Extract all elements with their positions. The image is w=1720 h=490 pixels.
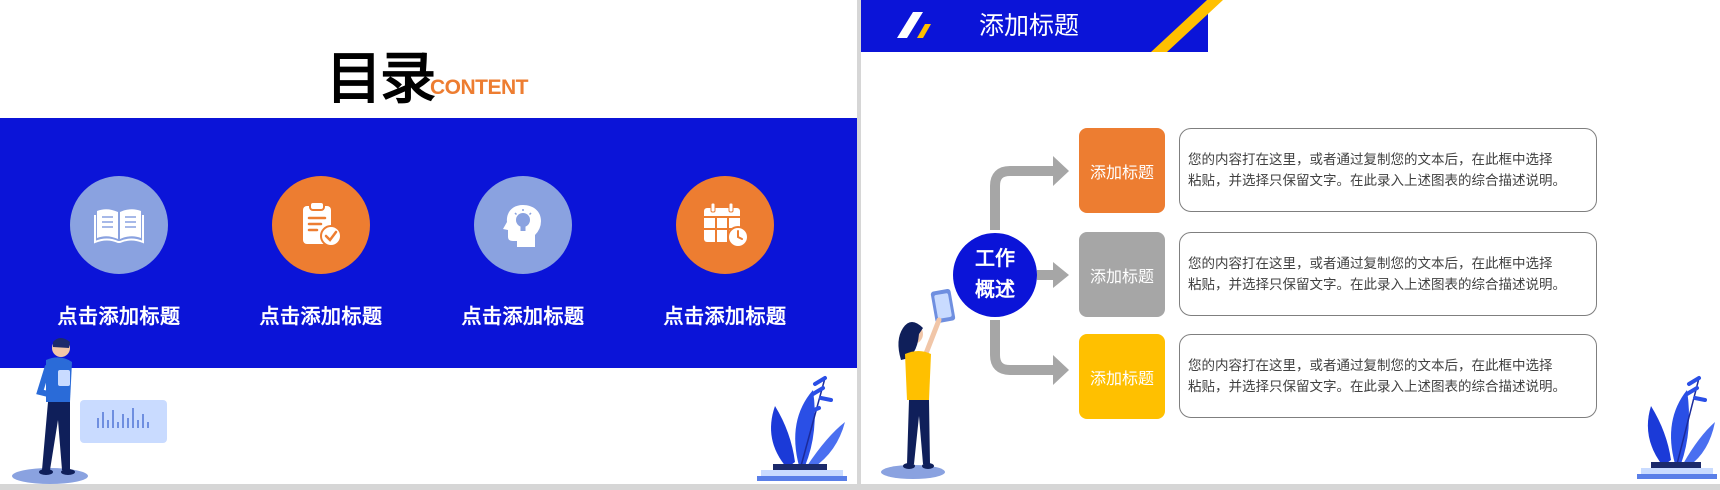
toc-title-cn: 目录 <box>326 47 436 110</box>
toc-title-en: CONTENT <box>430 76 529 99</box>
toc-item-label-1: 点击添加标题 <box>57 306 181 328</box>
man-with-tablet-illustration <box>12 338 88 484</box>
slash-logo-icon <box>897 12 931 38</box>
toc-item-4[interactable]: 点击添加标题 <box>635 176 815 329</box>
header-bar <box>861 0 1208 52</box>
woman-with-tablet-illustration <box>881 288 956 479</box>
desc-line: 粘贴，并选择只保留文字。在此录入上述图表的综合描述说明。 <box>1188 277 1566 292</box>
toc-circle-4 <box>676 176 774 274</box>
book-icon <box>94 209 144 244</box>
calendar-clock-icon <box>704 202 749 248</box>
toc-item-2[interactable]: 点击添加标题 <box>231 176 411 329</box>
tag-box-2[interactable]: 添加标题 <box>1079 232 1165 317</box>
clipboard-check-icon <box>303 201 342 247</box>
desc-line: 粘贴，并选择只保留文字。在此录入上述图表的综合描述说明。 <box>1188 379 1566 394</box>
toc-item-label-3: 点击添加标题 <box>461 306 585 328</box>
head-idea-icon <box>503 205 541 247</box>
toc-circle-1 <box>70 176 168 274</box>
center-label-line1: 工作 <box>975 248 1015 270</box>
tag-box-3[interactable]: 添加标题 <box>1079 334 1165 419</box>
toc-circle-3 <box>474 176 572 274</box>
desc-line: 您的内容打在这里，或者通过复制您的文本后，在此框中选择 <box>1188 358 1553 373</box>
center-label-line2: 概述 <box>975 279 1015 301</box>
desc-box-3[interactable]: 您的内容打在这里，或者通过复制您的文本后，在此框中选择 粘贴，并选择只保留文字。… <box>1179 334 1597 418</box>
tag-box-1[interactable]: 添加标题 <box>1079 128 1165 213</box>
header-title: 添加标题 <box>979 12 1080 40</box>
connector-arrows <box>990 156 1069 385</box>
sound-wave-icon <box>97 408 149 428</box>
desc-box-2[interactable]: 您的内容打在这里，或者通过复制您的文本后，在此框中选择 粘贴，并选择只保留文字。… <box>1179 232 1597 316</box>
desc-box-1[interactable]: 您的内容打在这里，或者通过复制您的文本后，在此框中选择 粘贴，并选择只保留文字。… <box>1179 128 1597 212</box>
plant-illustration <box>1637 376 1717 479</box>
sound-wave-card <box>80 400 167 443</box>
toc-item-3[interactable]: 点击添加标题 <box>433 176 613 329</box>
toc-slide: 目录 CONTENT 点击添加标题 点击添加标题 <box>0 0 857 484</box>
overview-slide: 添加标题 工作 概述 添加标题 您的内容打在这里，或者通过复制您的文本后，在此框… <box>861 0 1720 484</box>
header-accent-stripe <box>1151 0 1223 52</box>
desc-line: 您的内容打在这里，或者通过复制您的文本后，在此框中选择 <box>1188 152 1553 167</box>
toc-item-1[interactable]: 点击添加标题 <box>29 176 209 329</box>
desc-line: 粘贴，并选择只保留文字。在此录入上述图表的综合描述说明。 <box>1188 173 1566 188</box>
plant-illustration <box>757 376 847 481</box>
toc-item-label-2: 点击添加标题 <box>259 306 383 328</box>
toc-item-label-4: 点击添加标题 <box>663 306 787 328</box>
center-circle: 工作 概述 <box>953 233 1037 317</box>
toc-circle-2 <box>272 176 370 274</box>
toc-title: 目录 CONTENT <box>326 40 529 110</box>
desc-line: 您的内容打在这里，或者通过复制您的文本后，在此框中选择 <box>1188 256 1553 271</box>
